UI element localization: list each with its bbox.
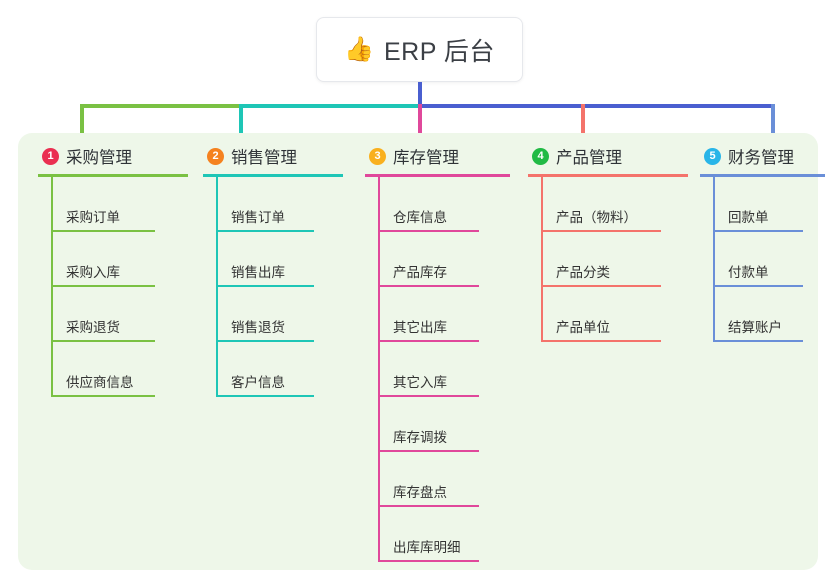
branch-number-badge-1: 1: [42, 147, 59, 165]
branch-item[interactable]: 销售退货: [218, 287, 314, 342]
branch-item-label: 采购退货: [66, 320, 120, 335]
branch-item[interactable]: 付款单: [715, 232, 803, 287]
branch-item-label: 采购入库: [66, 265, 120, 280]
branch-item-list-2: 销售订单 销售出库 销售退货 客户信息: [216, 177, 343, 397]
diagram-canvas-panel: [18, 133, 818, 570]
branch-item-label: 付款单: [728, 265, 769, 280]
branch-item[interactable]: 客户信息: [218, 342, 314, 397]
branch-title-3: 库存管理: [393, 149, 459, 167]
connector-drop-branch-1: [80, 104, 84, 142]
connector-bus-segment-left: [80, 104, 239, 108]
root-node-erp-backend[interactable]: 👍 ERP 后台: [316, 17, 523, 82]
branch-item[interactable]: 产品（物料）: [543, 177, 661, 232]
branch-rule-2: [203, 174, 343, 177]
root-node-title: ERP 后台: [383, 37, 495, 66]
branch-item-label: 采购订单: [66, 210, 120, 225]
branch-header-1[interactable]: 1 采购管理: [38, 143, 188, 169]
branch-item[interactable]: 采购退货: [53, 287, 155, 342]
branch-item[interactable]: 销售订单: [218, 177, 314, 232]
branch-column-product: 4 产品管理 产品（物料） 产品分类 产品单位: [528, 143, 688, 342]
branch-item[interactable]: 其它入库: [380, 342, 479, 397]
branch-title-1: 采购管理: [66, 149, 132, 167]
branch-item-label: 产品单位: [556, 320, 610, 335]
branch-item[interactable]: 销售出库: [218, 232, 314, 287]
branch-item-label: 产品分类: [556, 265, 610, 280]
connector-drop-branch-3: [418, 104, 422, 142]
branch-column-inventory: 3 库存管理 仓库信息 产品库存 其它出库 其它入库 库存调拨 库存盘点 出库库…: [365, 143, 510, 562]
branch-item-label: 结算账户: [728, 320, 782, 335]
branch-rule-3: [365, 174, 510, 177]
branch-item-label: 供应商信息: [66, 375, 134, 390]
branch-item-label: 回款单: [728, 210, 769, 225]
branch-header-4[interactable]: 4 产品管理: [528, 143, 688, 169]
branch-item-label: 库存盘点: [393, 485, 447, 500]
branch-item[interactable]: 回款单: [715, 177, 803, 232]
connector-drop-branch-2: [239, 104, 243, 142]
branch-item-list-5: 回款单 付款单 结算账户: [713, 177, 825, 342]
branch-item[interactable]: 产品分类: [543, 232, 661, 287]
branch-header-2[interactable]: 2 销售管理: [203, 143, 343, 169]
connector-root-stem: [418, 82, 422, 107]
branch-number-badge-3: 3: [369, 147, 386, 165]
branch-rule-1: [38, 174, 188, 177]
branch-item-list-4: 产品（物料） 产品分类 产品单位: [541, 177, 688, 342]
branch-header-5[interactable]: 5 财务管理: [700, 143, 825, 169]
branch-item-label: 库存调拨: [393, 430, 447, 445]
branch-title-5: 财务管理: [728, 149, 794, 167]
branch-item[interactable]: 库存调拨: [380, 397, 479, 452]
branch-title-4: 产品管理: [556, 149, 622, 167]
root-node-content: 👍 ERP 后台: [344, 32, 495, 68]
branch-item[interactable]: 产品库存: [380, 232, 479, 287]
branch-item-list-1: 采购订单 采购入库 采购退货 供应商信息: [51, 177, 188, 397]
branch-rule-4: [528, 174, 688, 177]
branch-column-sales: 2 销售管理 销售订单 销售出库 销售退货 客户信息: [203, 143, 343, 397]
thumbs-up-icon: 👍: [344, 35, 374, 63]
branch-item-label: 其它入库: [393, 375, 447, 390]
branch-number-badge-5: 5: [704, 147, 721, 165]
branch-item[interactable]: 库存盘点: [380, 452, 479, 507]
branch-number-badge-4: 4: [532, 147, 549, 165]
branch-item-list-3: 仓库信息 产品库存 其它出库 其它入库 库存调拨 库存盘点 出库库明细: [378, 177, 510, 562]
connector-drop-branch-4: [581, 104, 585, 142]
branch-item[interactable]: 出库库明细: [380, 507, 479, 562]
branch-column-finance: 5 财务管理 回款单 付款单 结算账户: [700, 143, 825, 342]
branch-item[interactable]: 采购入库: [53, 232, 155, 287]
branch-item-label: 产品（物料）: [556, 210, 637, 225]
branch-column-procurement: 1 采购管理 采购订单 采购入库 采购退货 供应商信息: [38, 143, 188, 397]
branch-item-label: 销售退货: [231, 320, 285, 335]
branch-item[interactable]: 结算账户: [715, 287, 803, 342]
branch-item[interactable]: 采购订单: [53, 177, 155, 232]
connector-bus-segment-right: [419, 104, 775, 108]
branch-item-label: 销售出库: [231, 265, 285, 280]
branch-item[interactable]: 产品单位: [543, 287, 661, 342]
branch-item[interactable]: 其它出库: [380, 287, 479, 342]
branch-item-label: 产品库存: [393, 265, 447, 280]
branch-item-label: 销售订单: [231, 210, 285, 225]
branch-item[interactable]: 供应商信息: [53, 342, 155, 397]
branch-item-label: 其它出库: [393, 320, 447, 335]
branch-title-2: 销售管理: [231, 149, 297, 167]
branch-item[interactable]: 仓库信息: [380, 177, 479, 232]
connector-bus-segment-middle: [239, 104, 419, 108]
branch-item-label: 客户信息: [231, 375, 285, 390]
branch-header-3[interactable]: 3 库存管理: [365, 143, 510, 169]
branch-item-label: 出库库明细: [393, 540, 461, 555]
branch-number-badge-2: 2: [207, 147, 224, 165]
branch-rule-5: [700, 174, 825, 177]
branch-item-label: 仓库信息: [393, 210, 447, 225]
connector-drop-branch-5: [771, 104, 775, 142]
